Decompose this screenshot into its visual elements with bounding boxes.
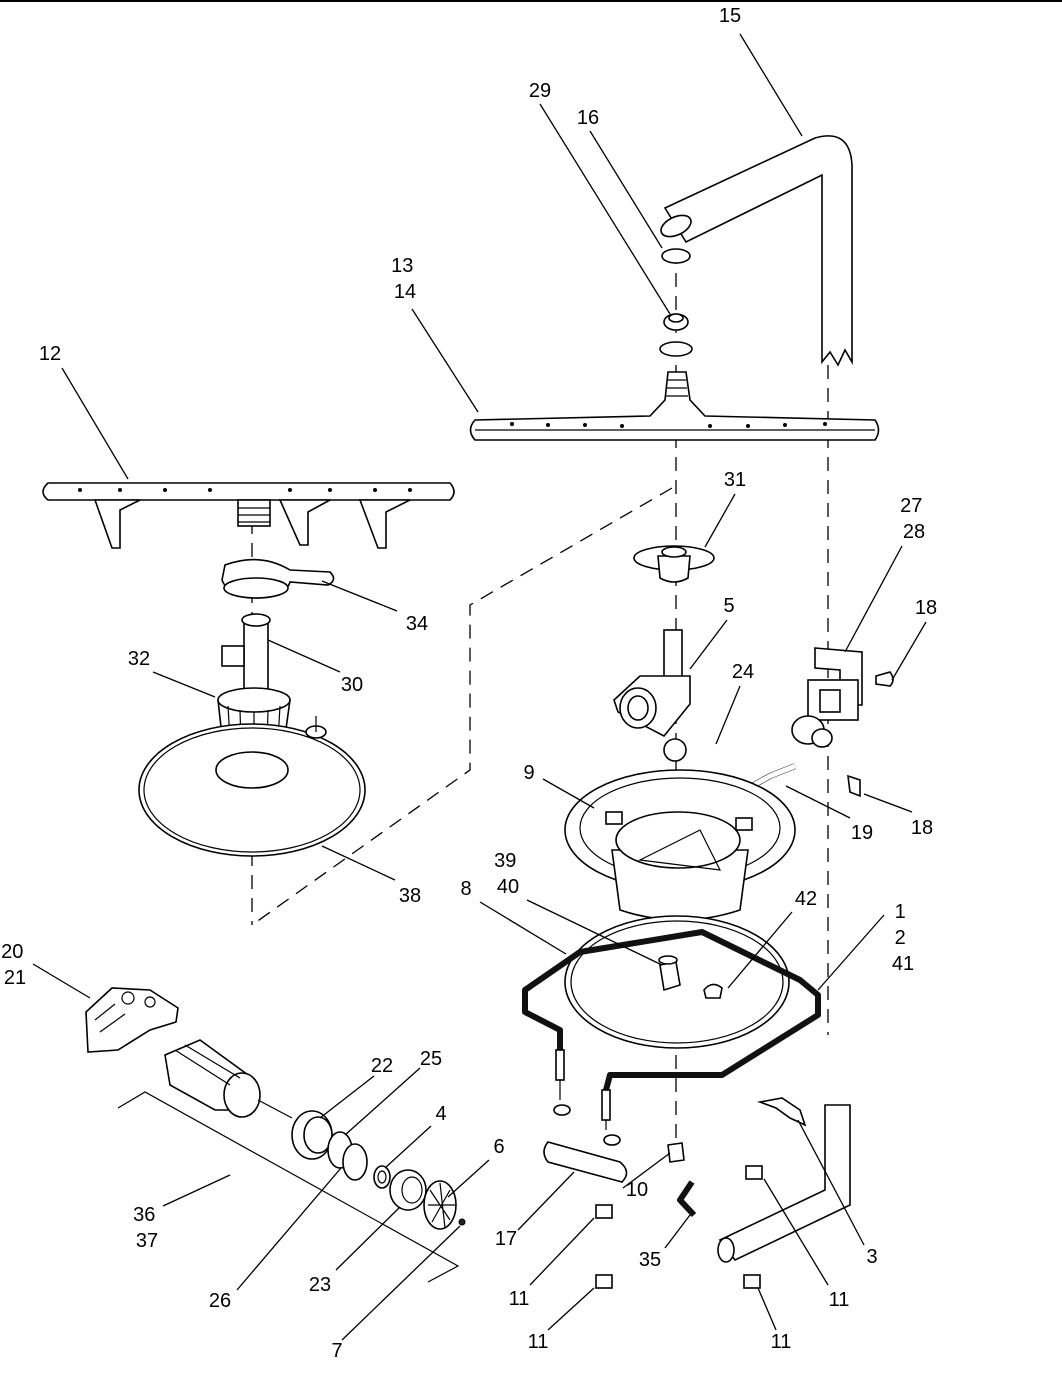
callout-12: 12	[39, 343, 61, 365]
callout-29: 29	[529, 80, 551, 102]
callout-39-40: 39 40	[494, 850, 522, 898]
ring-part-16	[661, 248, 691, 264]
o-ring-part-26	[342, 1143, 368, 1181]
callout-3: 3	[866, 1246, 877, 1268]
clip-part-11-b	[745, 1165, 763, 1180]
callout-19: 19	[851, 822, 873, 844]
diverter-part-5	[613, 629, 691, 738]
callout-30: 30	[341, 674, 363, 696]
callout-1-2-41: 1 2 41	[892, 901, 914, 975]
mount-part-31	[633, 545, 715, 583]
motor	[164, 1039, 293, 1119]
clip-part-18-bottom	[847, 774, 861, 798]
upper-spray-arm-part-13	[469, 371, 880, 441]
clip-part-11-d	[743, 1274, 761, 1289]
callout-13-14: 13 14	[391, 255, 419, 303]
hub-part-22	[291, 1110, 333, 1160]
callout-31: 31	[724, 469, 746, 491]
bracket-part-17	[543, 1104, 628, 1183]
callout-6: 6	[493, 1136, 504, 1158]
water-valve-part-27	[791, 647, 863, 748]
callout-18-top: 18	[915, 597, 937, 619]
screw-part-10	[667, 1142, 685, 1163]
hose-part-35	[677, 1180, 697, 1218]
drain-hose	[717, 1104, 851, 1263]
fitting-part-39	[658, 955, 681, 992]
clip-part-11-a	[595, 1204, 613, 1219]
callout-36-37: 36 37	[133, 1204, 161, 1252]
callout-34: 34	[406, 613, 428, 635]
callout-11-c: 11	[528, 1331, 549, 1353]
clip-part-18-top	[875, 671, 894, 687]
callout-8: 8	[460, 878, 471, 900]
tube-part-30	[221, 613, 271, 701]
heater-part-1	[522, 929, 821, 1130]
lower-spray-arm-part-12	[42, 482, 455, 549]
bracket-lines-36	[117, 1091, 460, 1283]
seal-part-29	[659, 313, 693, 357]
callout-4: 4	[435, 1103, 446, 1125]
callout-15: 15	[719, 5, 741, 27]
seal-part-4	[373, 1165, 391, 1189]
callout-35: 35	[639, 1249, 661, 1271]
ball-part-24	[663, 738, 687, 762]
impeller-part-6	[423, 1180, 457, 1230]
clip-part-11-c	[595, 1274, 613, 1289]
callout-24: 24	[732, 661, 754, 683]
callout-11-a: 11	[509, 1288, 530, 1310]
clamp-part-3	[757, 1097, 807, 1127]
impeller-housing-part-23	[389, 1169, 427, 1211]
supply-tube-part-15	[660, 135, 853, 367]
callout-38: 38	[399, 885, 421, 907]
callout-16: 16	[577, 107, 599, 129]
callout-18-bottom: 18	[911, 817, 933, 839]
callout-5: 5	[723, 595, 734, 617]
callout-42: 42	[795, 888, 817, 910]
callout-25: 25	[420, 1048, 442, 1070]
screw-part-7	[458, 1218, 466, 1226]
callout-20-21: 20 21	[1, 941, 29, 989]
callout-labels: 15 29 16 13 14 12 31 27 28 18 5 24 34 30…	[1, 5, 937, 1362]
sump-part-9	[564, 769, 796, 921]
callout-26: 26	[209, 1290, 231, 1312]
callout-9: 9	[523, 762, 534, 784]
callout-10: 10	[626, 1179, 648, 1201]
callout-22: 22	[371, 1055, 393, 1077]
clip-part-34	[221, 558, 335, 599]
callout-23: 23	[309, 1274, 331, 1296]
callout-11-b: 11	[829, 1289, 850, 1311]
fitting-part-42	[703, 983, 723, 999]
callout-11-d: 11	[771, 1331, 792, 1353]
callout-7: 7	[331, 1340, 342, 1362]
motor-mount-part-20	[85, 987, 179, 1053]
callout-27-28: 27 28	[900, 495, 928, 543]
callout-32: 32	[128, 648, 150, 670]
filter-ring-part-38	[138, 716, 366, 857]
callout-17: 17	[495, 1228, 517, 1250]
leader-lines	[32, 33, 927, 1341]
